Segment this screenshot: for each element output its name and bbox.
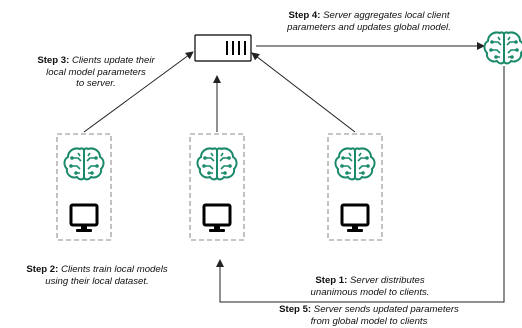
client-1-brain-icon: [63, 147, 105, 181]
client-2-monitor-icon: [202, 203, 232, 234]
step5-label: Step 5: Server sends updated parameters …: [250, 304, 488, 327]
step5-title: Step 5:: [279, 304, 312, 315]
global-model-brain-icon: [483, 31, 522, 65]
client-3-brain-icon: [334, 147, 376, 181]
step5-line2: from global model to clients: [310, 315, 428, 327]
client-box-3: [327, 133, 383, 241]
step1-title: Step 1:: [315, 275, 348, 286]
client-2-brain-icon: [196, 147, 238, 181]
arrow-global-model-to-clients: [216, 66, 505, 303]
step2-title: Step 2:: [26, 264, 59, 275]
step4-label: Step 4: Server aggregates local client p…: [262, 10, 476, 33]
step2-line2: using their local dataset.: [45, 275, 149, 287]
step2-line1: Clients train local models: [58, 264, 168, 275]
step1-line1: Server distributes: [347, 275, 425, 286]
server-icon: [194, 34, 252, 62]
step1-label: Step 1: Server distributes unanimous mod…: [290, 275, 450, 298]
step4-line2: parameters and updates global model.: [287, 21, 451, 33]
step3-line1: Clients update their: [69, 55, 155, 66]
client-3-monitor-icon: [340, 203, 370, 234]
step5-line1: Server sends updated parameters: [311, 304, 459, 315]
client-box-2: [189, 133, 245, 241]
arrow-client1-to-server: [83, 51, 194, 133]
step4-title: Step 4:: [288, 10, 321, 21]
client-box-1: [56, 133, 112, 241]
step3-line3: to server.: [76, 78, 116, 90]
step4-line1: Server aggregates local client: [320, 10, 450, 21]
step3-title: Step 3:: [37, 55, 70, 66]
step1-line2: unanimous model to clients.: [310, 286, 430, 298]
step3-line2: local model parameters: [46, 66, 146, 78]
client-1-monitor-icon: [69, 203, 99, 234]
step2-label: Step 2: Clients train local models using…: [4, 264, 190, 287]
arrow-client3-to-server: [251, 52, 356, 133]
step3-label: Step 3: Clients update their local model…: [20, 55, 172, 90]
